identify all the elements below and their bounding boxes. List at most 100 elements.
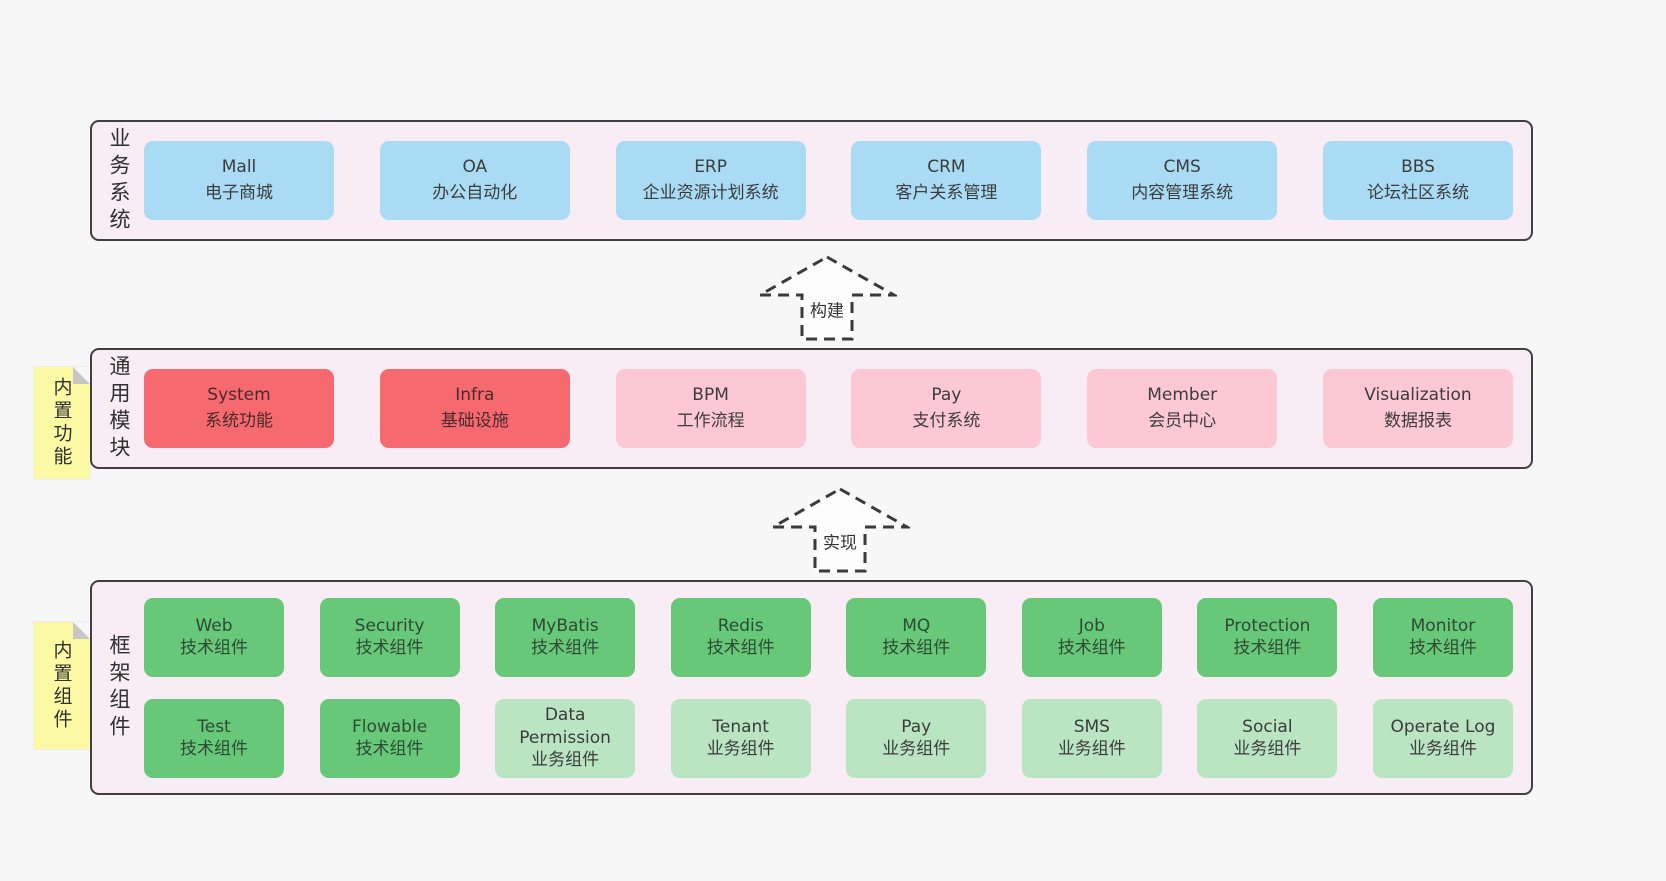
box-title: Pay — [901, 716, 932, 737]
sticky-note-builtin-features: 内置功能 — [34, 367, 90, 479]
box-title: Member — [1147, 385, 1218, 405]
box-subtitle: 技术组件 — [355, 638, 424, 658]
box-title: OA — [462, 157, 488, 177]
box-title: Flowable — [351, 716, 428, 737]
box-title: Tenant — [712, 716, 769, 737]
box-subtitle: 业务组件 — [1233, 739, 1302, 759]
box-title: Data Permission — [519, 705, 611, 748]
box-title: Job — [1078, 615, 1105, 636]
sticky-note-label: 内置组件 — [50, 639, 73, 732]
box-subtitle: 技术组件 — [355, 739, 424, 759]
box-subtitle: 技术组件 — [706, 638, 775, 658]
module-box-system: System 系统功能 — [144, 369, 334, 448]
module-box-bpm: BPM 工作流程 — [615, 369, 806, 448]
module-box-oa: OA 办公自动化 — [379, 141, 570, 220]
box-subtitle: 内容管理系统 — [1131, 182, 1234, 203]
box-title: Monitor — [1410, 615, 1476, 636]
box-title: MQ — [902, 615, 931, 636]
module-box-pay: Pay 支付系统 — [851, 369, 1042, 448]
module-box-mall: Mall 电子商城 — [144, 141, 334, 220]
box-title: Security — [354, 615, 425, 636]
band-common-modules-boxes: System 系统功能 Infra 基础设施 BPM 工作流程 Pay 支付系统 Member 会… — [144, 350, 1513, 467]
box-title: BPM — [692, 385, 729, 405]
band-label-framework-components: 框架组件 — [107, 633, 131, 742]
box-subtitle: 业务组件 — [1057, 739, 1126, 759]
box-title: SMS — [1073, 716, 1110, 737]
sticky-note-builtin-components: 内置组件 — [34, 622, 90, 749]
box-subtitle: 技术组件 — [180, 739, 248, 759]
band-label-business-systems: 业务系统 — [107, 126, 131, 235]
box-title: CRM — [927, 157, 966, 177]
band-business-systems: 业务系统 Mall 电子商城 OA 办公自动化 ERP 企业资源计划系统 CRM 客户关系管理… — [90, 120, 1533, 241]
box-subtitle: 办公自动化 — [432, 182, 518, 203]
box-title: System — [207, 385, 271, 405]
box-subtitle: 电子商城 — [205, 182, 273, 203]
box-title: MyBatis — [531, 615, 599, 636]
band-label-common-modules: 通用模块 — [107, 354, 131, 463]
box-subtitle: 业务组件 — [531, 750, 600, 771]
box-subtitle: 技术组件 — [531, 638, 600, 658]
arrow-label-build: 构建 — [807, 295, 847, 323]
box-title: Pay — [931, 385, 962, 405]
box-title: Redis — [717, 615, 764, 636]
box-title: BBS — [1401, 157, 1435, 177]
box-subtitle: 技术组件 — [1057, 638, 1126, 658]
box-subtitle: 技术组件 — [882, 638, 951, 658]
box-title: ERP — [694, 157, 727, 177]
arrow-label-implement: 实现 — [820, 527, 860, 555]
module-box-erp: ERP 企业资源计划系统 — [615, 141, 806, 220]
box-subtitle: 业务组件 — [706, 739, 775, 759]
module-box-infra: Infra 基础设施 — [379, 369, 570, 448]
band-business-systems-boxes: Mall 电子商城 OA 办公自动化 ERP 企业资源计划系统 CRM 客户关系管理 CMS 内容… — [144, 122, 1513, 239]
box-subtitle: 技术组件 — [1233, 638, 1302, 658]
module-box-cms: CMS 内容管理系统 — [1087, 141, 1278, 220]
box-title: Web — [195, 615, 233, 636]
module-box-crm: CRM 客户关系管理 — [851, 141, 1042, 220]
box-subtitle: 客户关系管理 — [895, 182, 998, 203]
box-title: Operate Log — [1390, 716, 1496, 737]
box-title: CMS — [1163, 157, 1201, 177]
box-subtitle: 业务组件 — [1408, 739, 1477, 759]
box-subtitle: 论坛社区系统 — [1366, 182, 1469, 203]
box-title: Infra — [455, 385, 495, 405]
box-subtitle: 工作流程 — [676, 410, 745, 431]
module-box-bbs: BBS 论坛社区系统 — [1322, 141, 1513, 220]
box-subtitle: 支付系统 — [912, 410, 981, 431]
module-box-member: Member 会员中心 — [1087, 369, 1278, 448]
box-subtitle: 系统功能 — [205, 410, 273, 431]
box-subtitle: 会员中心 — [1148, 410, 1217, 431]
box-title: Mall — [221, 157, 257, 177]
box-subtitle: 数据报表 — [1383, 410, 1452, 431]
box-subtitle: 业务组件 — [882, 739, 951, 759]
box-subtitle: 企业资源计划系统 — [642, 182, 779, 203]
box-title: Test — [197, 716, 231, 737]
box-subtitle: 技术组件 — [1408, 638, 1477, 658]
box-title: Protection — [1224, 615, 1311, 636]
sticky-note-label: 内置功能 — [50, 377, 73, 469]
box-subtitle: 基础设施 — [440, 410, 509, 431]
band-common-modules: 通用模块 System 系统功能 Infra 基础设施 BPM 工作流程 Pay 支付系统 Me… — [90, 348, 1533, 469]
arrow-up-implement-icon: 实现 — [770, 486, 910, 574]
arrow-up-build-icon: 构建 — [757, 254, 897, 342]
